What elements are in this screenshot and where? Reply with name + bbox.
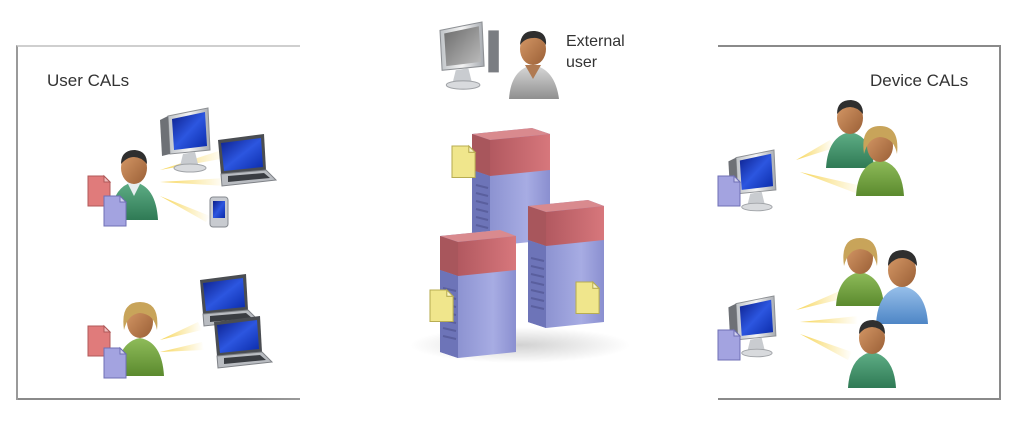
license-document-icon (429, 289, 454, 323)
user-person-icon (836, 238, 884, 306)
license-document-icon (103, 195, 127, 227)
connection-ray (800, 172, 862, 194)
license-document-icon (717, 175, 741, 207)
device-cals-panel (718, 45, 1001, 400)
license-document-icon (575, 281, 600, 315)
license-document-icon (717, 329, 741, 361)
computer-monitor-icon (439, 21, 499, 90)
user-cal-group-2 (87, 273, 273, 379)
connection-ray (160, 342, 204, 352)
user-cals-panel (16, 45, 300, 400)
connection-ray (800, 316, 858, 324)
user-person-icon (509, 30, 559, 99)
external-user-group (439, 21, 559, 99)
user-person-icon (856, 126, 904, 196)
user-cals-label: User CALs (47, 71, 130, 90)
device-cal-group-1 (717, 100, 904, 212)
connection-ray (796, 140, 834, 160)
connection-ray (800, 334, 852, 360)
connection-ray (160, 178, 226, 186)
connection-ray (160, 322, 202, 340)
user-cal-group-1 (87, 107, 277, 228)
server-tower-icon (528, 200, 604, 328)
device-cals-label: Device CALs (870, 71, 969, 90)
license-document-icon (103, 347, 127, 379)
connection-ray (796, 290, 846, 310)
laptop-icon (213, 315, 273, 369)
user-person-icon (848, 320, 896, 388)
license-document-icon (451, 145, 476, 179)
user-person-icon (826, 100, 874, 168)
external-user-label: External user (566, 33, 625, 71)
laptop-icon (217, 133, 277, 187)
user-person-icon (876, 250, 928, 324)
user-person-icon (116, 302, 164, 376)
device-cal-group-2 (717, 238, 928, 388)
server-cluster (410, 128, 630, 363)
computer-monitor-icon (159, 107, 211, 173)
server-tower-icon (429, 230, 516, 358)
mobile-phone-icon (209, 196, 229, 228)
connection-ray (160, 196, 210, 222)
